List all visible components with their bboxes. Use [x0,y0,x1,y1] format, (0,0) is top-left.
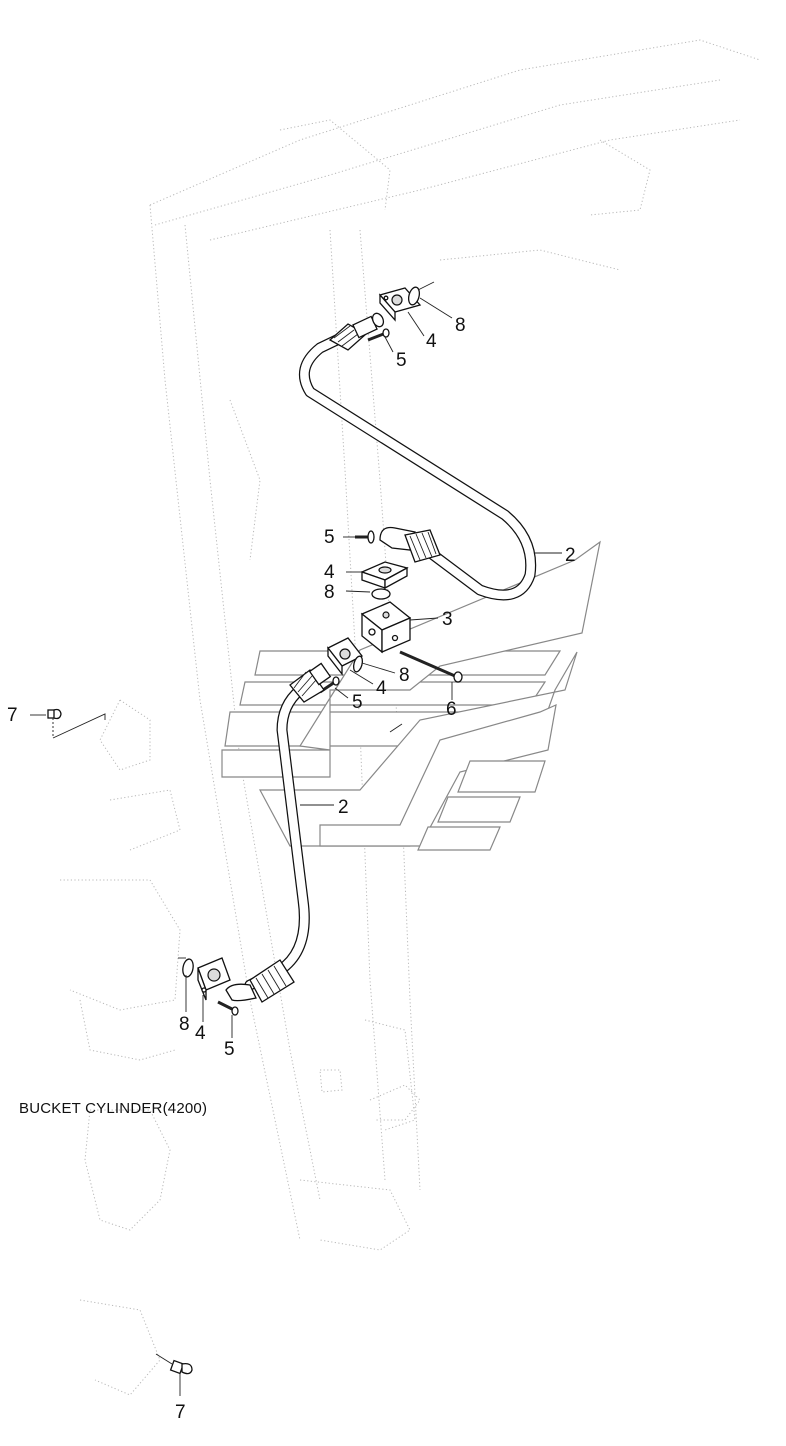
mid-flange [360,561,409,590]
lower-mid-o-ring [352,655,364,673]
leader-lines [30,281,562,1396]
callout-lower-5: 5 [352,692,363,713]
callout-bottom-5: 5 [224,1039,235,1060]
upper-hose-top-fitting [328,312,385,351]
left-grease-fitting [47,708,106,739]
lower-hose-top-fitting [289,662,332,703]
callout-top-4: 4 [426,331,437,352]
callout-mid-4: 4 [324,562,335,583]
callout-mid-5: 5 [324,527,335,548]
background-logo-mark [221,540,601,851]
callout-top-8: 8 [455,315,466,336]
callout-left-7: 7 [7,705,18,726]
mid-o-ring [371,588,391,600]
callout-bottom-7: 7 [175,1402,186,1423]
callout-mid-8: 8 [324,582,335,603]
bottom-grease-fitting [169,1359,193,1375]
upper-hose [298,330,537,601]
bottom-flange [197,957,231,1001]
bottom-bolt [217,1000,239,1016]
callout-lower-8: 8 [399,665,410,686]
upper-hose-elbow-fitting [379,526,441,563]
diagram-caption: BUCKET CYLINDER(4200) [19,1100,208,1117]
callout-lower-4: 4 [376,678,387,699]
callout-bottom-8: 8 [179,1014,190,1035]
top-bolt [367,328,390,342]
callout-mid-3: 3 [442,609,453,630]
callout-mid-6: 6 [446,699,457,720]
callout-top-5: 5 [396,350,407,371]
lower-hose [244,684,310,991]
lower-hose-bottom-fitting [225,959,295,1003]
bottom-o-ring [182,958,194,978]
callout-lower-2: 2 [338,797,349,818]
mid-block [360,601,412,654]
callout-bottom-4: 4 [195,1023,206,1044]
mid-long-bolt [399,650,463,683]
callout-upper-2: 2 [565,545,576,566]
lower-mid-flange [327,637,363,676]
top-o-ring [407,286,421,306]
callout-labels: 8 4 5 2 5 4 8 3 8 4 5 6 7 2 8 4 5 7 [7,315,576,1423]
